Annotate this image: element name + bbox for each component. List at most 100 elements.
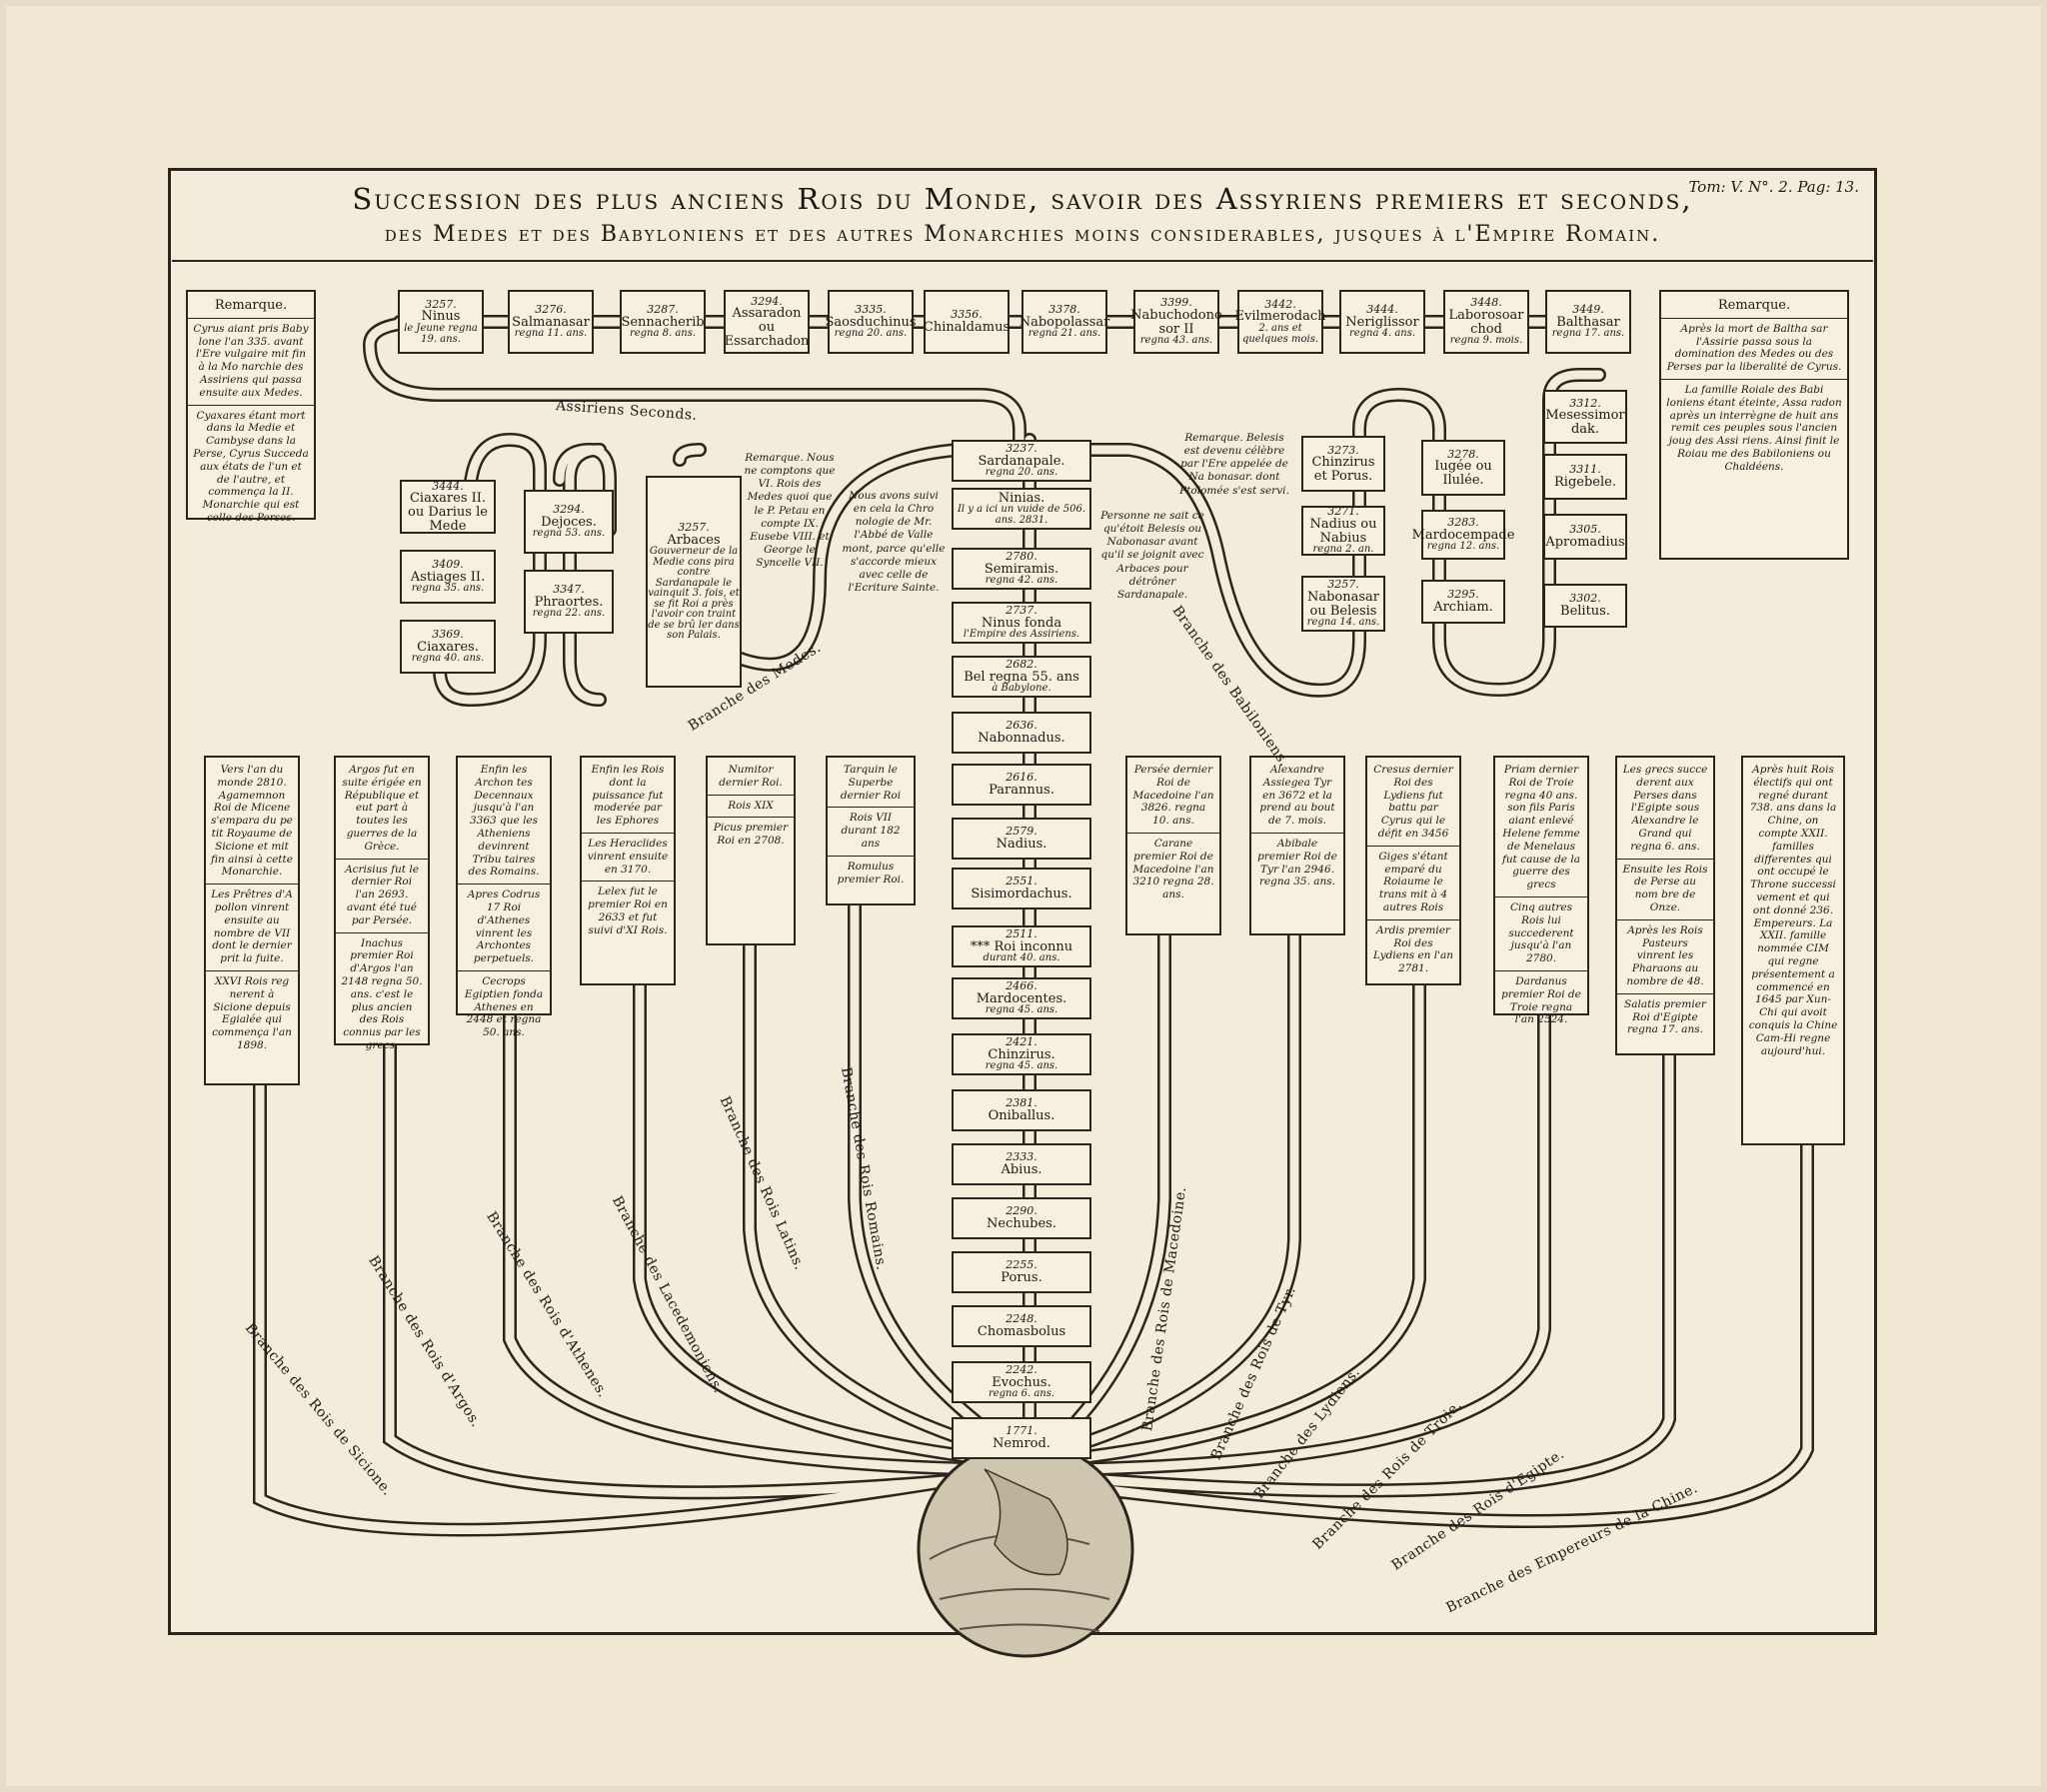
note-paragraph: Picus premier Roi en 2708. xyxy=(713,822,789,848)
king-year: 2466. xyxy=(1006,979,1037,993)
medes-king-box: 3347.Phraortes.regna 22. ans. xyxy=(524,570,614,634)
king-year: 2255. xyxy=(1006,1258,1037,1272)
king-note: durant 40. ans. xyxy=(983,952,1060,964)
king-note: regna 35. ans. xyxy=(411,583,485,595)
king-year: 3356. xyxy=(951,308,983,322)
dynasty-note-1: Argos fut en suite érigée en République … xyxy=(334,756,430,1051)
king-year: 2248. xyxy=(1006,1312,1037,1326)
dynasty-note-6: Persée dernier Roi de Macedoine l'an 382… xyxy=(1125,756,1221,935)
babylon-king-box: 3305.Apromadius xyxy=(1543,514,1627,560)
note-paragraph: Ardis premier Roi des Lydiens en l'an 27… xyxy=(1372,923,1454,975)
note-divider xyxy=(336,931,428,933)
note-heading: Remarque. xyxy=(1717,298,1791,313)
belesis-remark: Remarque. Belesis est devenu célèbre par… xyxy=(1179,432,1289,497)
king-name: Nabonasar ou Belesis xyxy=(1306,589,1380,619)
note-paragraph: Enfin les Archon tes Decennaux jusqu'à l… xyxy=(468,764,540,879)
king-year: 3305. xyxy=(1569,523,1601,537)
king-year: 2333. xyxy=(1006,1150,1037,1164)
king-year: 3444. xyxy=(432,479,464,493)
note-divider xyxy=(1127,832,1219,834)
king-note: regna 43. ans. xyxy=(1139,335,1213,347)
king-year: 3449. xyxy=(1572,303,1604,317)
king-year: 3399. xyxy=(1160,296,1192,310)
king-note: regna 9. mois. xyxy=(1449,335,1523,347)
branch-tube-fill-13 xyxy=(505,984,985,1474)
note-paragraph: Cinq autres Rois lui succederent jusqu'à… xyxy=(1508,900,1574,965)
dynasty-note-9: Priam dernier Roi de Troie regna 40 ans.… xyxy=(1493,756,1589,1025)
king-name: Saosduchinus xyxy=(825,314,917,330)
babylon-king-box: 3311.Rigebele. xyxy=(1543,454,1627,500)
king-name: Evilmerodach xyxy=(1234,309,1326,325)
medes-king-box: 3444.Ciaxares II. ou Darius le Mede xyxy=(400,480,496,534)
note-paragraph: XXVI Rois reg nerent à Sicione depuis Eg… xyxy=(212,974,292,1051)
king-name: Semiramis. xyxy=(984,561,1059,577)
king-year: 2381. xyxy=(1006,1096,1037,1110)
king-name: Parannus. xyxy=(989,782,1054,798)
king-name: Chomasbolus xyxy=(977,1323,1066,1339)
branch-tube-fill-16 xyxy=(850,875,1005,1444)
branch-tube-fill-8 xyxy=(715,445,1000,670)
king-note: regna 45. ans. xyxy=(985,1060,1058,1072)
king-note: Gouverneur de la Medie cons pira contre … xyxy=(648,546,740,642)
right-remark: Remarque.Après la mort de Baltha sar l'A… xyxy=(1659,290,1849,560)
medes-remark: Remarque. Nous ne comptons que VI. Rois … xyxy=(744,452,836,569)
king-name: Rigebele. xyxy=(1554,474,1616,490)
branch-tube-fill-21 xyxy=(1084,1044,1674,1495)
note-divider xyxy=(1495,896,1587,897)
branch-tube-fill-9 xyxy=(1059,390,1444,696)
king-year: 3409. xyxy=(432,558,464,572)
note-divider xyxy=(1367,918,1459,920)
king-name: Belitus. xyxy=(1560,603,1610,619)
king-note: le Jeune regna 19. ans. xyxy=(404,323,478,345)
branch-tube-22 xyxy=(1092,1072,1814,1528)
king-year: 3294. xyxy=(751,294,783,308)
king-name: Mardocentes. xyxy=(976,990,1067,1006)
center-king-box: 2780.Semiramis.regna 42. ans. xyxy=(952,548,1091,590)
king-name: Ninias. xyxy=(998,490,1045,506)
branch-tube-fill-15 xyxy=(745,904,1000,1454)
dynasty-note-7: Alexandre Assiegea Tyr en 3672 et la pre… xyxy=(1249,756,1345,935)
note-paragraph: Numitor dernier Roi. xyxy=(719,764,783,789)
king-name: Nechubes. xyxy=(987,1215,1056,1231)
king-name: Bel regna 55. ans xyxy=(964,669,1079,685)
king-name: Oniballus. xyxy=(988,1107,1055,1123)
king-name: Ninus fonda xyxy=(981,615,1062,631)
king-note: regna 12. ans. xyxy=(1426,541,1500,553)
king-note: regna 45. ans. xyxy=(985,1004,1058,1016)
dynasty-note-10: Les grecs succe derent aux Perses dans l… xyxy=(1615,756,1715,1055)
king-name: Chinzirus et Porus. xyxy=(1311,455,1375,484)
center-king-box: 1771.Nemrod. xyxy=(952,1417,1091,1459)
king-year: 3294. xyxy=(553,503,585,517)
center-king-box: 2381.Oniballus. xyxy=(952,1089,1091,1131)
king-year: 2551. xyxy=(1006,875,1037,889)
king-name: Ciaxares. xyxy=(417,639,479,655)
king-note: regna 14. ans. xyxy=(1306,617,1380,629)
king-name: Arbaces xyxy=(667,532,721,548)
babylon-king-box: 3312.Mesessimor dak. xyxy=(1543,390,1627,444)
king-year: 3237. xyxy=(1006,442,1037,456)
king-year: 2616. xyxy=(1006,771,1037,785)
note-paragraph: Priam dernier Roi de Troie regna 40 ans.… xyxy=(1502,764,1580,892)
king-note: regna 6. ans. xyxy=(988,1388,1055,1400)
king-note: à Babylone. xyxy=(992,683,1051,695)
king-name: Mesessimor dak. xyxy=(1545,408,1625,437)
king-note: regna 2. an. xyxy=(1312,544,1374,556)
king-name: Archiam. xyxy=(1433,599,1493,615)
note-paragraph: Cresus dernier Roi des Lydiens fut battu… xyxy=(1373,764,1453,840)
king-name: Iugée ou Ilulée. xyxy=(1434,459,1492,488)
note-paragraph: Rois VII durant 182 ans xyxy=(841,812,901,850)
king-name: Sardanapale. xyxy=(978,453,1065,469)
note-divider xyxy=(1661,379,1847,381)
note-divider xyxy=(458,969,550,971)
king-name: Astiages II. xyxy=(410,569,486,585)
left-remark: Remarque.Cyrus aiant pris Baby lone l'an… xyxy=(186,290,316,524)
note-paragraph: Après les Rois Pasteurs vinrent les Phar… xyxy=(1626,923,1704,987)
king-year: 3378. xyxy=(1048,303,1080,317)
king-note: regna 11. ans. xyxy=(514,328,588,340)
